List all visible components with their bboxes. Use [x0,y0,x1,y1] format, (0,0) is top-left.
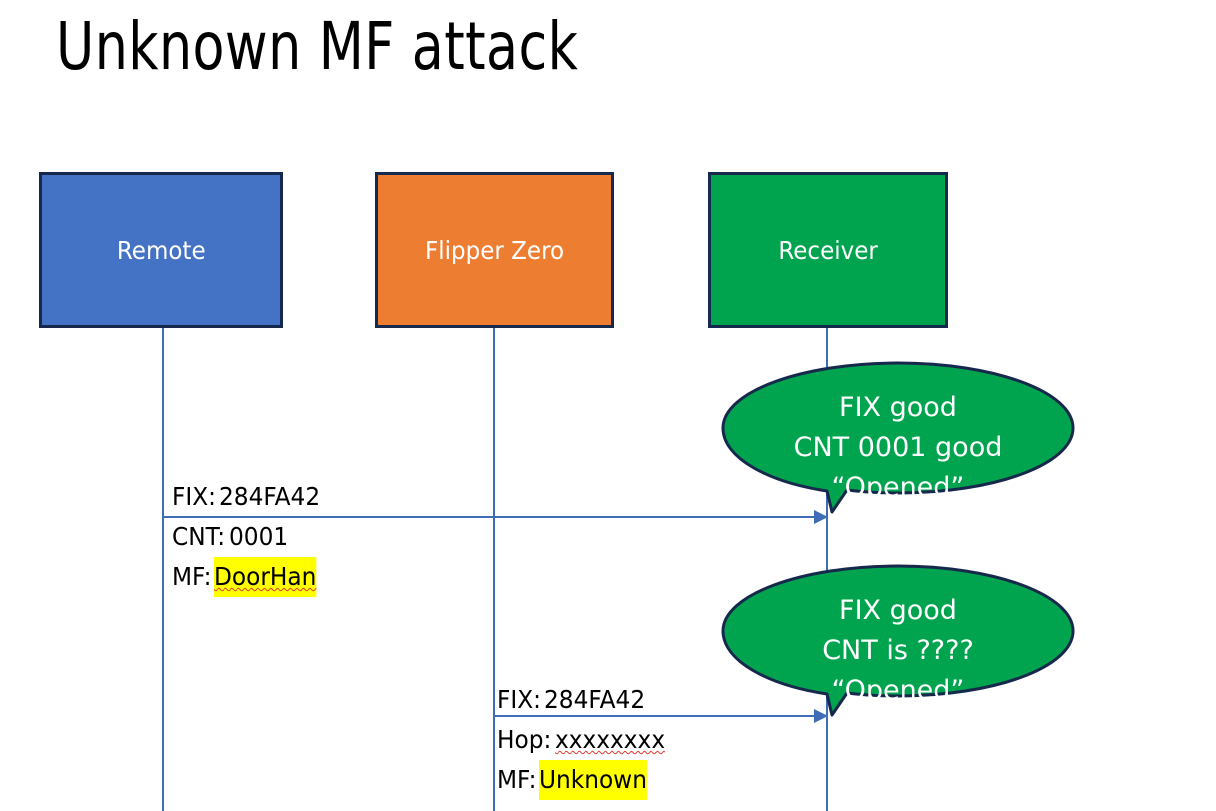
message-1-mf-value: DoorHan [214,557,317,597]
lifeline-remote [162,328,164,811]
actor-label-remote: Remote [116,235,206,265]
actor-box-receiver[interactable]: Receiver [708,172,948,328]
message-1-fix-label: FIX: [172,482,217,511]
message-1-line-cnt: CNT: 0001 [172,517,293,557]
message-1-cnt-value: 0001 [229,522,289,551]
message-1-line-fix: FIX: 284FA42 [172,477,328,517]
speech-bubble-1-shape [721,361,1075,514]
lifeline-receiver [826,328,828,811]
message-2-line-hop: Hop: xxxxxxxx [497,720,674,760]
message-2-line-fix: FIX: 284FA42 [497,680,653,720]
actor-label-receiver: Receiver [778,235,878,265]
message-1-line-mf: MF: DoorHan [172,557,325,597]
message-1-cnt-label: CNT: [172,522,226,551]
message-1-mf-label: MF: [172,562,212,591]
page-title: Unknown MF attack [56,8,579,85]
actor-label-flipper-zero: Flipper Zero [424,235,565,265]
speech-bubble-receiver-1: FIX good CNT 0001 good “Opened” [720,360,1076,520]
message-arrow-remote-to-receiver [163,510,828,524]
message-2-hop-value: xxxxxxxx [555,725,666,754]
message-1-fix-value: 284FA42 [219,482,321,511]
message-2-fix-value: 284FA42 [544,685,646,714]
speech-bubble-2-shape [721,564,1075,717]
message-arrow-flipper-to-receiver [494,709,828,723]
actor-box-flipper-zero[interactable]: Flipper Zero [375,172,614,328]
speech-bubble-receiver-2: FIX good CNT is ???? “Opened” [720,563,1076,723]
message-2-mf-value: Unknown [539,760,648,800]
message-2-line-mf: MF: Unknown [497,760,656,800]
message-2-fix-label: FIX: [497,685,542,714]
message-2-hop-label: Hop: [497,725,552,754]
actor-box-remote[interactable]: Remote [39,172,283,328]
message-2-mf-label: MF: [497,765,537,794]
lifeline-flipper-zero [493,328,495,811]
